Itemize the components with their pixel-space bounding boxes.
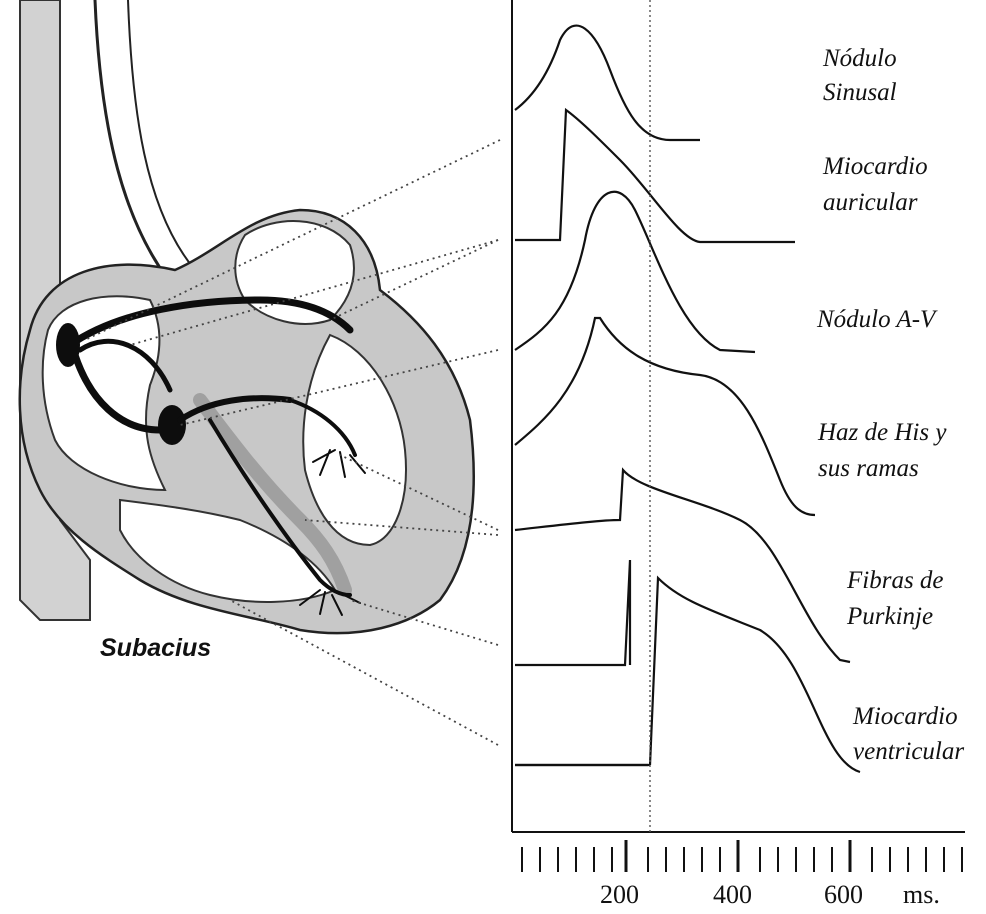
label-miocardio-ventricular-line2: ventricular	[853, 735, 964, 769]
label-miocardio-auricular-line2: auricular	[823, 186, 917, 220]
label-nodulo-sinusal-line2: Sinusal	[823, 76, 897, 110]
trace-av	[515, 192, 755, 352]
label-nodulo-sinusal-line1: Nódulo	[823, 42, 897, 76]
trace-ventricular	[515, 560, 860, 772]
sinus-node	[56, 323, 80, 367]
axis-tick-600: 600	[824, 880, 863, 910]
action-potential-traces	[515, 26, 860, 772]
label-fibras-purkinje-line2: Purkinje	[847, 600, 933, 634]
axis-tick-200: 200	[600, 880, 639, 910]
trace-auricular	[515, 110, 795, 242]
label-miocardio-auricular-line1: Miocardio	[823, 150, 928, 184]
trace-sinusal	[515, 26, 700, 140]
axis-unit-ms: ms.	[903, 880, 940, 910]
label-haz-de-his-line1: Haz de His y	[818, 416, 946, 450]
label-subacius: Subacius	[100, 634, 211, 663]
label-fibras-purkinje-line1: Fibras de	[847, 564, 944, 598]
trace-his	[515, 318, 815, 515]
time-ticks	[522, 840, 962, 872]
axis-tick-400: 400	[713, 880, 752, 910]
label-miocardio-ventricular-line1: Miocardio	[853, 700, 958, 734]
heart-illustration	[20, 0, 474, 633]
label-nodulo-av: Nódulo A-V	[817, 303, 935, 337]
trace-purkinje	[515, 470, 850, 662]
label-haz-de-his-line2: sus ramas	[818, 452, 919, 486]
